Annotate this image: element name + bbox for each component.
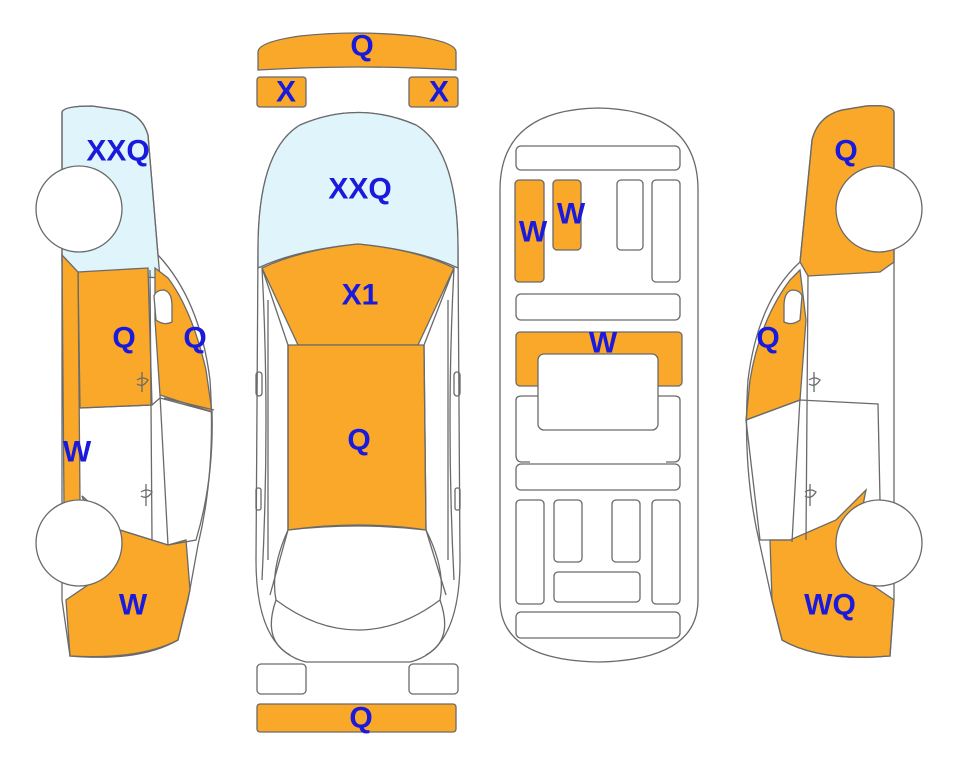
right-door-handle-rear [804,484,817,506]
ub-rect-a [616,179,644,251]
underbody-outline [499,107,699,663]
ub-front-bar [515,145,681,171]
underbody-rail-right-panel [552,179,582,251]
right-door-lines [745,275,881,543]
underbody-rail-left-panel [514,179,545,283]
ub-rear-f [515,611,681,639]
right-mirror [783,289,803,325]
left-pillar-line [159,394,169,546]
ub-rear-d [651,499,681,605]
underbody-view [499,107,699,663]
left-side-view [35,105,215,658]
right-body-outline [745,104,895,658]
right-door-handle-front [808,372,821,392]
label-left-front-window: Q [183,322,206,355]
left-door-handle-front [136,372,149,392]
label-left-windshield: XXQ [86,135,149,168]
top-handle-right [454,487,461,511]
ub-rear-b [553,499,583,563]
left-belt-line [149,269,153,541]
taillight-right [408,663,459,695]
left-body-outline [61,105,213,658]
damage-labels: Q X X XXQ X1 Q Q XXQ Q Q W W W W W Q Q W… [63,30,858,735]
hood-upper-panel [261,243,455,346]
top-rear-glass [273,524,443,631]
right-rear-wheel [835,499,923,587]
label-left-front-door: Q [112,322,135,355]
ub-rear-bar [515,463,681,491]
headlight-left-panel [256,76,307,108]
left-window-line [163,397,215,411]
label-underbody-rail-right: W [557,198,586,231]
taillight-left [256,663,307,695]
right-window-line [745,419,790,541]
left-door-handle-rear [140,484,153,506]
top-mirror-left [255,371,263,397]
ub-mid-bar [515,293,681,321]
ub-rect-b [651,179,681,283]
headlight-right-panel [408,76,459,108]
ub-side-right [658,395,681,463]
label-headlight-left: X [276,76,296,109]
right-front-wheel [835,165,923,253]
right-side-view [745,104,923,658]
label-underbody-rail-left: W [519,216,548,249]
label-hood-main: Q [347,424,370,457]
label-rear-bumper: Q [349,702,372,735]
left-front-wheel [35,165,123,253]
ub-rear-c [611,499,641,563]
label-front-bumper: Q [350,30,373,63]
ub-rear-e [553,571,641,603]
ub-tank [537,353,659,431]
front-bumper-panel [257,32,457,71]
rear-bumper-panel [256,703,457,733]
top-mirror-right [453,371,461,397]
top-view [255,32,461,733]
label-underbody-crossmember: W [589,327,618,360]
top-handle-left [255,487,262,511]
label-headlight-right: X [429,76,449,109]
label-windshield: XXQ [328,173,391,206]
top-right-pillar-lines [423,267,455,596]
ub-rear-a [515,499,545,605]
top-left-pillar-lines [261,267,289,596]
label-hood-top: X1 [342,279,379,312]
label-right-door: Q [756,322,779,355]
label-left-rear-quarter: W [119,589,148,622]
top-trunk-line [270,599,446,656]
label-right-rear-quarter: WQ [804,589,856,622]
ub-side-left [515,395,538,463]
left-rear-wheel [35,499,123,587]
left-mirror [153,289,173,325]
label-left-rocker: W [63,436,92,469]
label-right-front-fender: Q [834,135,857,168]
